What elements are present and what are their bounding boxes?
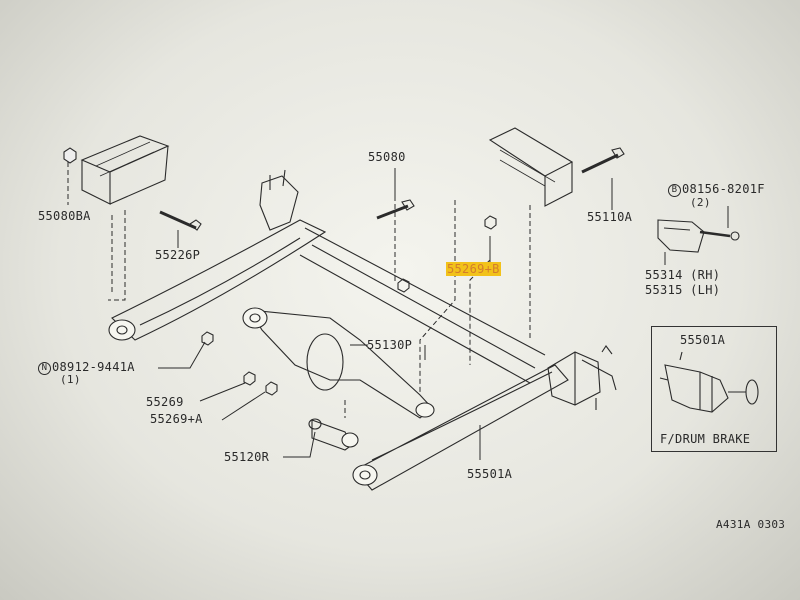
part-number-08912: 08912-9441A [52, 360, 135, 374]
left-frame-rail [80, 135, 170, 205]
left-trailing-arm [111, 219, 327, 341]
figure-code: A431A 0303 [716, 518, 786, 531]
n-circle-icon: N [38, 362, 51, 375]
part-number-08156: 08156-8201F [682, 182, 765, 196]
part-label-55501a: 55501A [467, 467, 513, 481]
right-trailing-arm [354, 364, 569, 491]
cross-member [299, 227, 546, 384]
inset-caption: F/DRUM BRAKE [660, 432, 751, 446]
part-label-55226p: 55226P [155, 248, 201, 262]
inset-part-label-55501a: 55501A [680, 333, 726, 347]
part-label-55314: 55314 (RH) [645, 268, 721, 282]
part-label-55130p: 55130P [367, 338, 413, 352]
diff-member [248, 309, 433, 419]
part-label-55269: 55269 [146, 395, 184, 409]
right-frame-rail [488, 127, 574, 207]
part-label-55080: 55080 [368, 150, 406, 164]
drum-brake-inset [651, 326, 777, 452]
part-label-55315: 55315 (LH) [645, 283, 721, 297]
part-label-55269b: 55269+B [446, 262, 501, 276]
part-label-55269a: 55269+A [150, 412, 203, 426]
drum-brake-inset-drawing [659, 351, 759, 413]
quantity-08156: (2) [690, 196, 711, 209]
quantity-08912: (1) [60, 373, 81, 386]
part-label-55120r: 55120R [224, 450, 270, 464]
highlight-mark: 55269+B [446, 262, 501, 276]
part-label-55110a: 55110A [587, 210, 633, 224]
part-label-55080ba: 55080BA [38, 209, 91, 223]
b-circle-icon: B [668, 184, 681, 197]
